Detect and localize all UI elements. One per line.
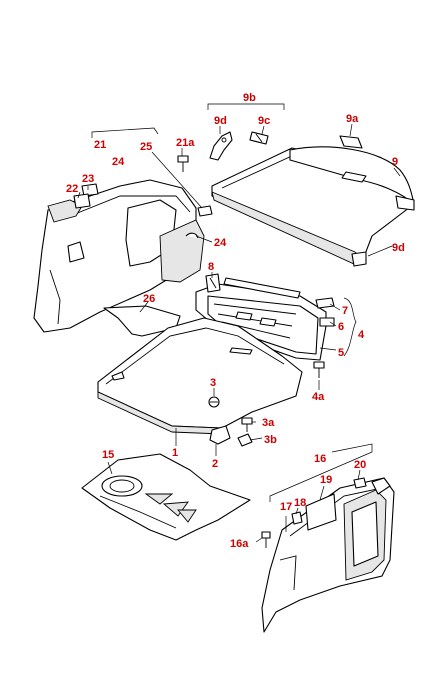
label-9a: 9a [346,113,359,125]
leader-lines [77,103,401,543]
luggage-cover-part-9[interactable] [211,146,415,267]
clip-part-18[interactable] [291,511,303,525]
label-8: 8 [208,261,214,273]
screw-part-4a[interactable] [313,361,325,378]
label-3: 3 [210,377,216,389]
label-9b: 9b [243,92,256,104]
floor-cover-part-1[interactable] [97,317,303,435]
label-2: 2 [212,458,218,470]
label-9d-right: 9d [392,242,405,254]
part-labels: 9b 9d 9c 9a 9 9d 21 24 21a 25 23 22 24 8… [66,92,405,550]
wheel-well-cover-part-15[interactable] [81,453,251,541]
label-3a: 3a [262,417,275,429]
label-24-top: 24 [112,156,125,168]
label-21a: 21a [176,137,195,149]
label-22: 22 [66,183,78,195]
label-18: 18 [294,497,306,509]
bracket-part-9d[interactable] [209,131,233,161]
label-4: 4 [358,329,365,341]
clip-part-9a[interactable] [339,135,363,149]
label-25: 25 [140,141,152,153]
label-23: 23 [82,173,94,185]
bracket-part-2[interactable] [209,425,231,445]
label-19: 19 [320,474,332,486]
label-1: 1 [172,447,178,459]
clip-part-7[interactable] [315,297,335,309]
label-4a: 4a [312,391,325,403]
clip-part-9c[interactable] [249,131,269,145]
clip-part-8[interactable] [205,273,221,293]
label-5: 5 [338,347,344,359]
label-15: 15 [102,449,114,461]
hook-part-3[interactable] [208,396,220,408]
label-21: 21 [94,139,106,151]
insulation-part-26[interactable] [103,305,181,337]
clip-part-6[interactable] [319,317,335,327]
label-20: 20 [354,459,366,471]
clip-part-3b[interactable] [237,433,253,447]
right-side-trim-part-16[interactable] [261,477,395,633]
screw-part-16a[interactable] [261,531,271,548]
label-24-mid: 24 [214,237,227,249]
label-26: 26 [143,293,155,305]
label-9d-top: 9d [214,115,227,127]
label-7: 7 [342,305,348,317]
screw-part-21a[interactable] [177,155,189,172]
rear-trim-panel-part-4[interactable] [195,277,327,361]
left-side-trim-part-21[interactable] [33,179,205,333]
clip-part-25[interactable] [197,205,213,217]
label-17: 17 [280,501,292,513]
label-16a: 16a [230,538,249,550]
label-9: 9 [392,156,398,168]
screw-part-3a[interactable] [241,417,253,432]
label-3b: 3b [264,434,277,446]
label-9c: 9c [258,115,270,127]
label-16: 16 [314,453,326,465]
label-6: 6 [338,321,344,333]
clip-part-20[interactable] [353,477,367,489]
